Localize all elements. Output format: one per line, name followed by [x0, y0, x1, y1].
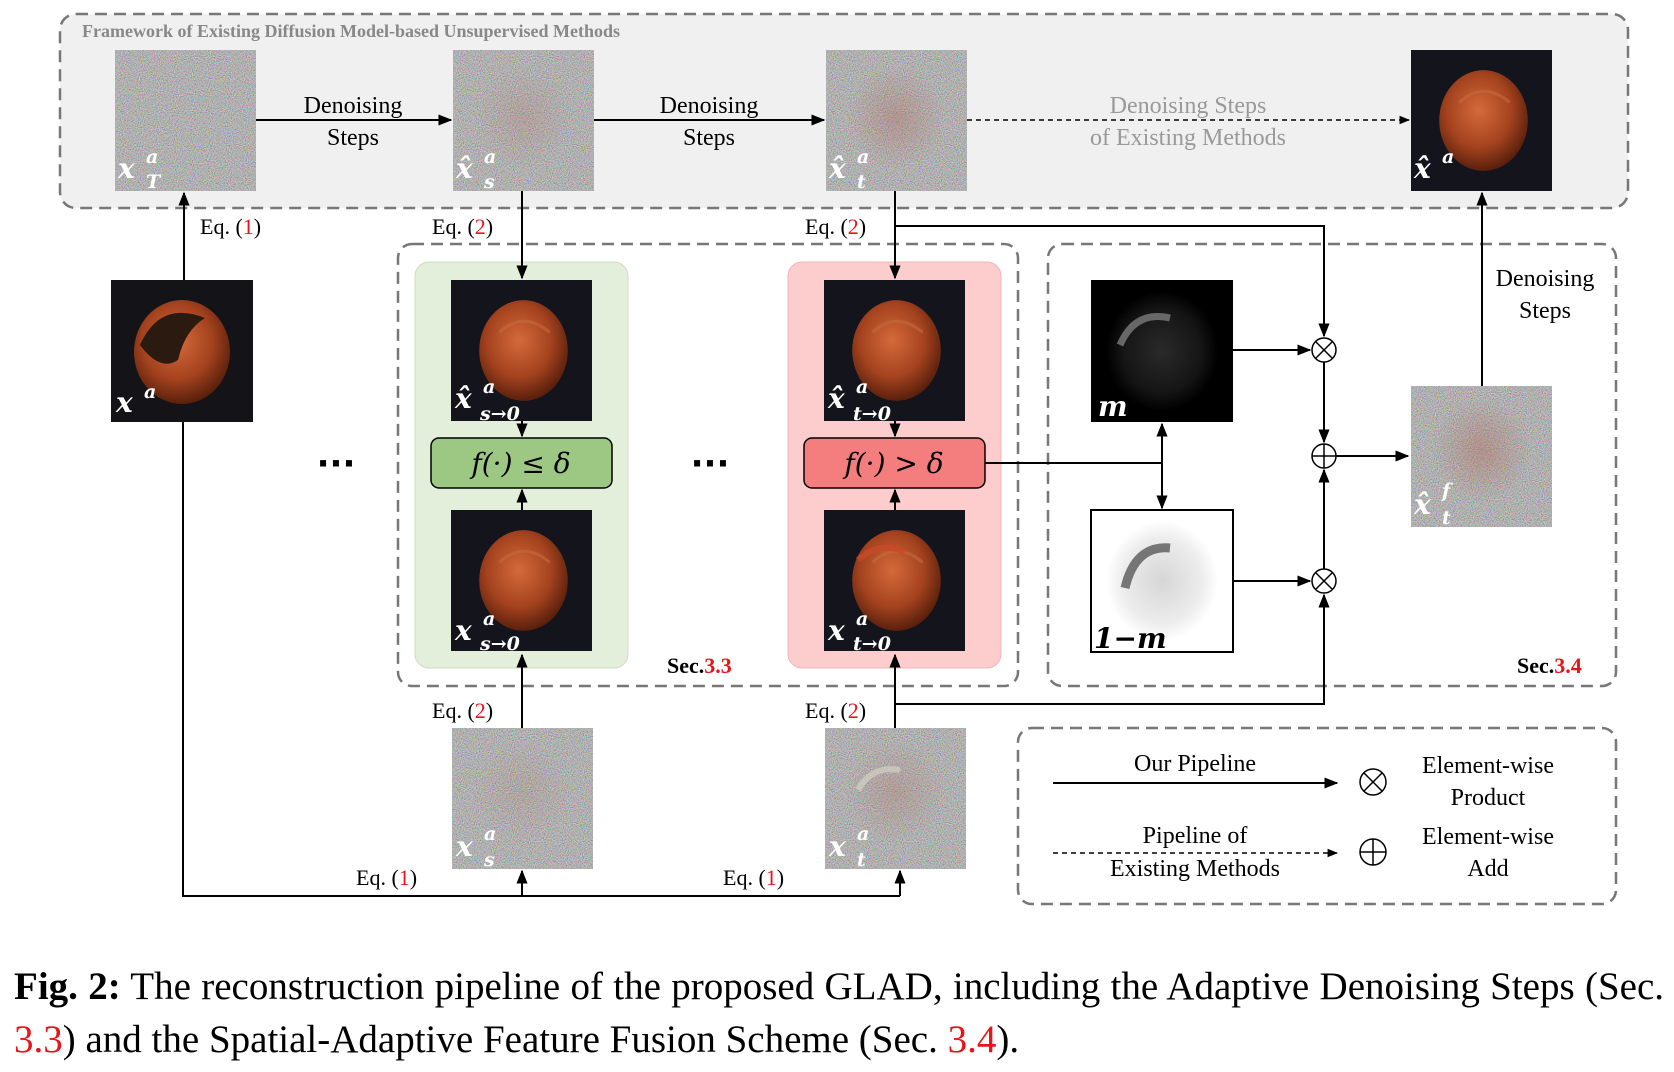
- label-input: x: [115, 386, 133, 419]
- caption-text-1: The reconstruction pipeline of the propo…: [120, 965, 1664, 1008]
- label-xs-hat-sup: a: [484, 146, 496, 168]
- legend-product-1: Element-wise: [1422, 753, 1554, 779]
- label-xs: x: [455, 830, 473, 863]
- label-red-top-sub: t→0: [853, 403, 891, 425]
- line-xt-hat-to-product: [895, 225, 1330, 338]
- sec34-frame: [1046, 242, 1618, 688]
- eq1-right-bottom: Eq. (1): [723, 865, 784, 890]
- eq1-left-bottom: Eq. (1): [356, 865, 417, 890]
- ellipsis-left: ···: [317, 444, 356, 484]
- caption-ref-1[interactable]: 3.3: [14, 1018, 63, 1061]
- line-input-bottom: [182, 422, 900, 897]
- label-red-top-sup: a: [856, 376, 868, 398]
- label-mask-1m: 1−m: [1094, 622, 1167, 655]
- step1-label-2: Steps: [327, 125, 379, 151]
- eq2-left-top: Eq. (2): [432, 214, 493, 239]
- legend-existing-1: Pipeline of: [1143, 823, 1248, 849]
- step2-label-2: Steps: [683, 125, 735, 151]
- label-xs-hat: x̂: [455, 152, 473, 185]
- existing-label-2: of Existing Methods: [1090, 125, 1286, 151]
- label-xs-sup: a: [484, 823, 496, 845]
- image-xs: x a s: [452, 728, 593, 871]
- ellipsis-mid: ···: [691, 444, 730, 484]
- image-green-bottom: x a s→0: [451, 510, 592, 655]
- sec34-label: Sec.3.4: [1517, 653, 1582, 678]
- label-xt-hat-sub: t: [857, 171, 866, 193]
- label-xt-sub: t: [857, 849, 866, 871]
- label-xt-sup: a: [857, 823, 869, 845]
- label-green-bottom-sup: a: [483, 608, 495, 630]
- sec33-label: Sec.3.3: [667, 653, 732, 678]
- label-xt: x: [828, 830, 846, 863]
- sec33-frame: [396, 242, 1020, 688]
- image-red-top: x̂ a t→0: [824, 280, 965, 425]
- diagram-canvas: Framework of Existing Diffusion Model-ba…: [58, 12, 1630, 906]
- eq1-top: Eq. (1): [200, 214, 261, 239]
- caption-ref-2[interactable]: 3.4: [947, 1018, 997, 1061]
- green-condition-box: [430, 437, 613, 489]
- label-x0-hat: x̂: [1413, 152, 1431, 185]
- legend-existing-2: Existing Methods: [1110, 856, 1280, 882]
- figure-caption: Fig. 2: The reconstruction pipeline of t…: [14, 960, 1664, 1066]
- step2-label-1: Denoising: [660, 93, 759, 119]
- label-green-top-sub: s→0: [479, 403, 520, 425]
- label-xT-sub: T: [146, 171, 162, 193]
- eq2-left-bottom: Eq. (2): [432, 698, 493, 723]
- label-x0-hat-sup: a: [1442, 146, 1454, 168]
- step1-label-1: Denoising: [304, 93, 403, 119]
- label-xT-sup: a: [146, 146, 158, 168]
- image-xt-hat: x̂ a t: [826, 50, 967, 193]
- image-mask-m: m: [1091, 280, 1233, 423]
- image-xs-hat: x̂ a s: [453, 50, 594, 193]
- eq2-right-top: Eq. (2): [805, 214, 866, 239]
- label-green-bottom: x: [454, 614, 472, 647]
- caption-label: Fig. 2:: [14, 965, 121, 1008]
- label-red-bottom-sup: a: [856, 608, 868, 630]
- legend-our-pipeline: Our Pipeline: [1134, 751, 1256, 777]
- legend-frame: [1016, 726, 1618, 906]
- legend-add-2: Add: [1467, 856, 1508, 882]
- label-fused-sub: t: [1442, 507, 1451, 529]
- legend-add-1: Element-wise: [1422, 824, 1554, 850]
- label-xT: x: [117, 152, 135, 185]
- label-xs-sub: s: [483, 849, 495, 871]
- eq2-right-bottom: Eq. (2): [805, 698, 866, 723]
- image-x0-hat: x̂ a: [1411, 50, 1552, 191]
- label-fused: x̂: [1413, 488, 1431, 521]
- label-fused-sup: f: [1440, 480, 1453, 502]
- label-xt-hat-sup: a: [857, 146, 869, 168]
- caption-text-2: ) and the Spatial-Adaptive Feature Fusio…: [62, 1018, 948, 1061]
- label-xs-hat-sub: s: [483, 171, 495, 193]
- image-xt: x a t: [825, 728, 966, 871]
- label-red-bottom-sub: t→0: [853, 633, 891, 655]
- label-red-top: x̂: [827, 382, 845, 415]
- caption-text-3: ).: [996, 1018, 1020, 1061]
- label-red-bottom: x: [827, 614, 845, 647]
- label-xt-hat: x̂: [828, 152, 846, 185]
- frame-title: Framework of Existing Diffusion Model-ba…: [82, 21, 620, 41]
- right-steps-2: Steps: [1519, 298, 1571, 324]
- image-fused: x̂ f t: [1411, 386, 1552, 529]
- image-green-top: x̂ a s→0: [451, 280, 592, 425]
- legend-product-2: Product: [1451, 785, 1526, 811]
- image-red-bottom: x a t→0: [824, 510, 965, 655]
- existing-label-1: Denoising Steps: [1110, 93, 1267, 119]
- label-mask-m: m: [1098, 390, 1128, 423]
- green-condition: f(·) ≤ δ: [469, 447, 570, 480]
- right-steps-1: Denoising: [1496, 266, 1595, 292]
- image-mask-1m: 1−m: [1090, 509, 1234, 655]
- label-green-top: x̂: [454, 382, 472, 415]
- label-green-bottom-sub: s→0: [479, 633, 520, 655]
- image-input-xa: x a: [111, 280, 253, 422]
- line-xt-to-product: [895, 593, 1330, 705]
- red-condition: f(·) > δ: [842, 447, 943, 480]
- label-green-top-sup: a: [483, 376, 495, 398]
- label-input-sup: a: [144, 381, 156, 403]
- image-xT: x a T: [115, 50, 256, 193]
